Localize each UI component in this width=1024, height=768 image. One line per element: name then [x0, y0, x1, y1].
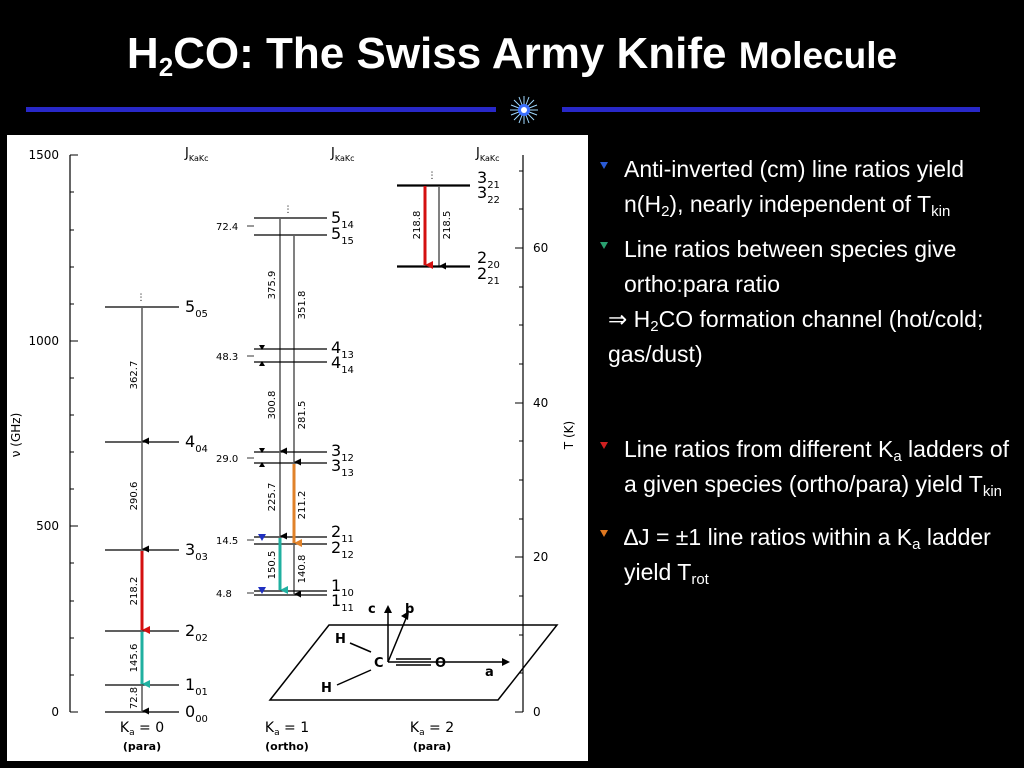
- freq-300-8: 300.8: [267, 391, 278, 420]
- level-4-13: 413: [331, 338, 354, 361]
- ka2-label: Ka = 2: [410, 720, 454, 738]
- bullet-item-2: Line ratios between species give ortho:p…: [600, 232, 1010, 302]
- atom-o: O: [435, 656, 446, 671]
- y-tick-1500: 1500: [28, 148, 59, 162]
- level-4-14: 414: [331, 353, 354, 376]
- level-2-11: 211: [331, 522, 354, 545]
- freq-218-2: 218.2: [129, 577, 140, 606]
- split-14-5: 14.5: [216, 536, 238, 547]
- level-3-22: 322: [477, 183, 500, 206]
- col1-header: JKaKc: [330, 146, 355, 163]
- level-5-05: 505: [185, 297, 208, 320]
- freq-290-6: 290.6: [129, 482, 140, 511]
- y-axis-label: ν (GHz): [9, 413, 23, 458]
- bullet-item-1: Anti-inverted (cm) line ratios yield n(H…: [600, 152, 1010, 222]
- freq-218-8: 218.8: [412, 211, 423, 240]
- axis-c: c: [368, 602, 376, 617]
- ladder-ka2: ⋮ 321 322 220 221 218.8 218.5: [397, 168, 500, 287]
- freq-362-7: 362.7: [129, 361, 140, 390]
- t-tick-60: 60: [533, 241, 548, 255]
- freq-211-2: 211.2: [297, 491, 308, 520]
- slide-title: H2CO: The Swiss Army Knife Molecule: [0, 28, 1024, 82]
- triangle-bullet-icon: [600, 242, 608, 249]
- starburst-icon: [510, 96, 538, 124]
- freq-375-9: 375.9: [267, 271, 278, 300]
- svg-text:⋮: ⋮: [137, 293, 146, 303]
- split-72-4: 72.4: [216, 222, 238, 233]
- level-2-12: 212: [331, 538, 354, 561]
- freq-351-8: 351.8: [297, 291, 308, 320]
- level-1-10: 110: [331, 576, 354, 599]
- level-3-03: 303: [185, 540, 208, 563]
- freq-72-8: 72.8: [129, 687, 140, 709]
- axis-b: b: [405, 602, 414, 617]
- level-2-20: 220: [477, 248, 500, 271]
- level-3-12: 312: [331, 441, 354, 464]
- atom-c: C: [374, 656, 384, 671]
- freq-140-8: 140.8: [297, 555, 308, 584]
- ladder-ka0: ⋮ 505 404 303 202 101 000 362.7 290.6 21…: [105, 293, 208, 725]
- col0-header: JKaKc: [184, 146, 209, 163]
- y-tick-0: 0: [51, 705, 59, 719]
- svg-text:⋮: ⋮: [428, 171, 437, 181]
- y-tick-500: 500: [36, 519, 59, 533]
- triangle-bullet-icon: [600, 162, 608, 169]
- molecule-sketch: H C O H c b a: [268, 602, 559, 701]
- level-5-15: 515: [331, 224, 354, 247]
- freq-218-5: 218.5: [442, 211, 453, 240]
- ka2-parity: (para): [413, 740, 451, 753]
- split-4-8: 4.8: [216, 589, 232, 600]
- ka1-parity: (ortho): [265, 740, 309, 753]
- temperature-axis: 0 20 40 60 T (K): [515, 155, 576, 719]
- bullet-list: Anti-inverted (cm) line ratios yield n(H…: [600, 152, 1010, 590]
- t-tick-40: 40: [533, 396, 548, 410]
- triangle-bullet-icon: [600, 442, 608, 449]
- level-3-21: 321: [477, 168, 500, 191]
- bullet-item-4: ∆J = ±1 line ratios within a Ka ladder y…: [600, 520, 1010, 590]
- implication-line: ⇒ H2CO formation channel (hot/cold; gas/…: [608, 306, 984, 367]
- level-2-02: 202: [185, 621, 208, 644]
- level-5-14: 514: [331, 208, 354, 231]
- freq-150-5: 150.5: [267, 551, 278, 580]
- atom-h-upper: H: [335, 632, 346, 647]
- level-0-00: 000: [185, 702, 208, 725]
- level-1-01: 101: [185, 675, 208, 698]
- title-tail: Molecule: [738, 35, 898, 76]
- svg-text:⋮: ⋮: [284, 205, 293, 215]
- level-2-21: 221: [477, 264, 500, 287]
- column-headers: JKaKc JKaKc JKaKc: [184, 146, 500, 163]
- split-29-0: 29.0: [216, 454, 238, 465]
- t-tick-0: 0: [533, 705, 541, 719]
- t-tick-20: 20: [533, 550, 548, 564]
- ka0-label: Ka = 0: [120, 720, 164, 738]
- title-rule-left: [26, 107, 496, 112]
- title-main: CO: The Swiss Army Knife: [173, 29, 727, 78]
- title-rule-right: [562, 107, 980, 112]
- freq-145-6: 145.6: [129, 644, 140, 673]
- atom-h-lower: H: [321, 681, 332, 696]
- freq-225-7: 225.7: [267, 483, 278, 512]
- level-1-11: 111: [331, 591, 354, 614]
- axis-a: a: [485, 665, 494, 680]
- ka-labels: Ka = 0 Ka = 1 Ka = 2 (para) (ortho) (par…: [120, 720, 454, 753]
- ka0-parity: (para): [123, 740, 161, 753]
- split-48-3: 48.3: [216, 352, 238, 363]
- level-3-13: 313: [331, 456, 354, 479]
- triangle-bullet-icon: [600, 530, 608, 537]
- level-4-04: 404: [185, 432, 208, 455]
- title-h: H: [126, 29, 159, 78]
- ladder-ka1: ⋮ 514 515 413 414 312 313 211 212 110 11…: [216, 205, 354, 614]
- bullet-item-3: Line ratios from different Ka ladders of…: [600, 432, 1010, 502]
- y-tick-1000: 1000: [28, 334, 59, 348]
- t-axis-label: T (K): [562, 421, 576, 450]
- title-sub: 2: [158, 52, 174, 82]
- freq-281-5: 281.5: [297, 401, 308, 430]
- energy-level-diagram: 0 500 1000 1500 ν (GHz) 0 20 40 60 T (K)…: [7, 135, 588, 761]
- col2-header: JKaKc: [475, 146, 500, 163]
- frequency-axis: 0 500 1000 1500 ν (GHz): [9, 148, 78, 719]
- ka1-label: Ka = 1: [265, 720, 309, 738]
